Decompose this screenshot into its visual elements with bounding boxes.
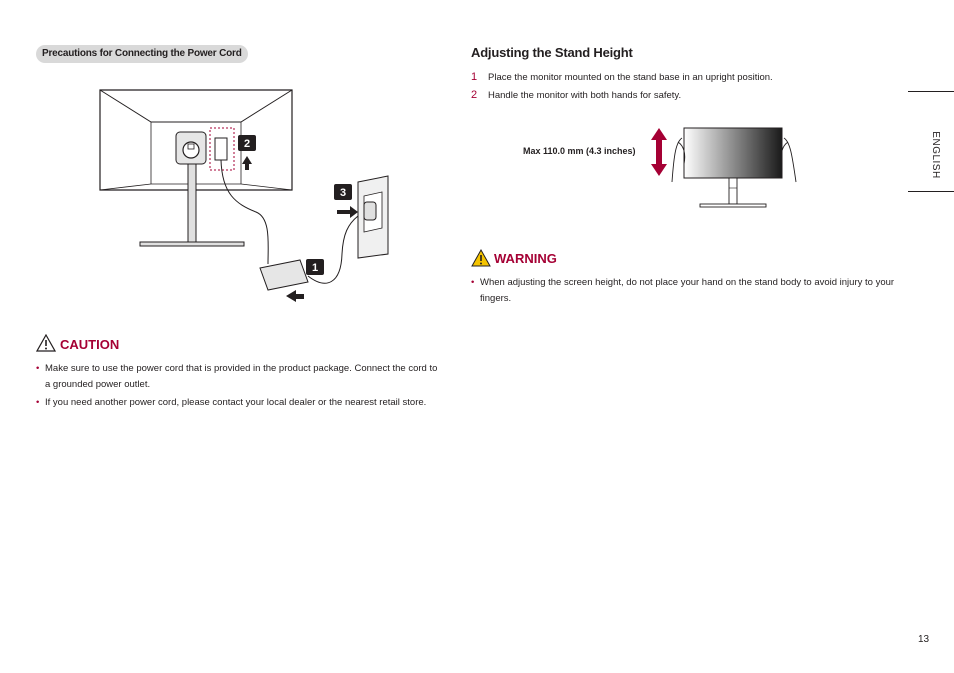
- power-cord-connection-illustration: 2 1 3: [99, 89, 389, 302]
- language-side-tab: ENGLISH: [930, 131, 941, 179]
- bullet-icon: •: [471, 277, 475, 288]
- caution-item-text: If you need another power cord, please c…: [45, 397, 427, 408]
- caution-item-text: Make sure to use the power cord that is …: [45, 363, 438, 390]
- side-tab-bottom-rule: [908, 191, 954, 192]
- step-item: 1 Place the monitor mounted on the stand …: [471, 71, 773, 83]
- section-label-pill: Precautions for Connecting the Power Cor…: [36, 45, 248, 63]
- section-heading: Adjusting the Stand Height: [471, 45, 633, 60]
- stand-height-illustration: [671, 127, 797, 208]
- step-number: 2: [471, 89, 478, 101]
- bullet-icon: •: [36, 397, 40, 408]
- step-text: Handle the monitor with both hands for s…: [488, 90, 682, 101]
- caution-icon: [36, 334, 56, 352]
- side-tab-top-rule: [908, 91, 954, 92]
- step-item: 2 Handle the monitor with both hands for …: [471, 89, 681, 101]
- step-text: Place the monitor mounted on the stand b…: [488, 72, 773, 83]
- caution-item: • If you need another power cord, please…: [36, 395, 445, 411]
- page-number: 13: [918, 634, 930, 645]
- callout-number-3: 3: [340, 187, 346, 199]
- height-adjust-arrow-icon: [651, 128, 667, 176]
- step-number: 1: [471, 71, 478, 83]
- caution-item: • Make sure to use the power cord that i…: [36, 361, 445, 393]
- warning-icon: [471, 249, 491, 267]
- callout-number-1: 1: [312, 262, 318, 274]
- warning-title: WARNING: [494, 251, 557, 266]
- caution-title: CAUTION: [60, 337, 120, 352]
- bullet-icon: •: [36, 363, 40, 374]
- max-height-label: Max 110.0 mm (4.3 inches): [523, 146, 636, 156]
- callout-number-2: 2: [244, 138, 250, 150]
- warning-item-text: When adjusting the screen height, do not…: [480, 277, 895, 304]
- warning-item: • When adjusting the screen height, do n…: [471, 275, 900, 307]
